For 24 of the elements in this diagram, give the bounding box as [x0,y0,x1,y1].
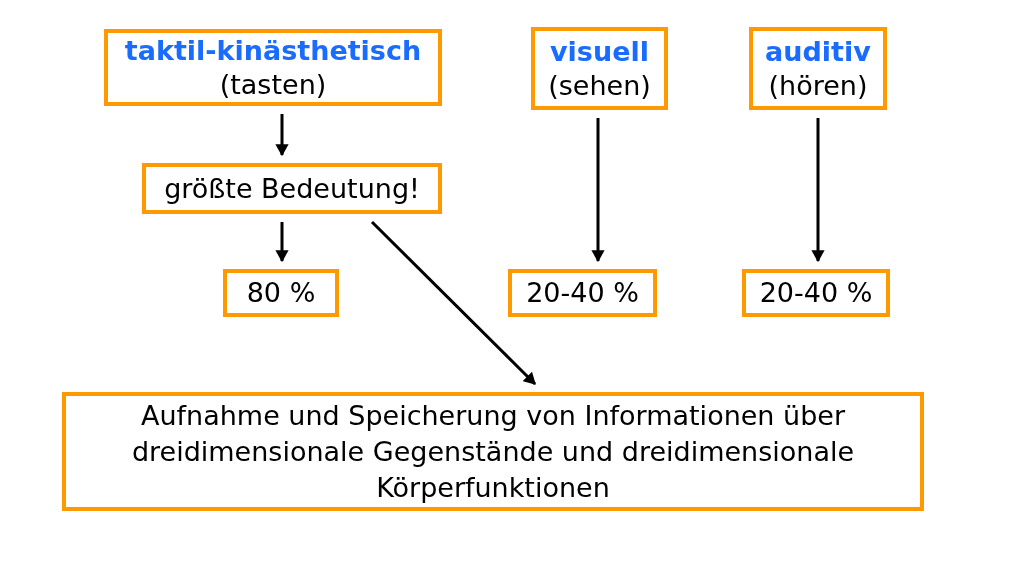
sense-heading: auditiv [765,34,871,69]
percent-box [508,269,657,317]
sense-heading: visuell [550,34,649,69]
percent-box [223,269,339,317]
arrow [275,114,289,157]
sense-box [749,27,887,110]
arrow [591,118,605,263]
sense-activity: (sehen) [548,68,651,103]
sense-box [104,29,442,106]
arrow [370,220,537,386]
box-text: 80 % [246,276,316,310]
arrow [275,222,289,263]
sense-heading: taktil-kinästhetisch [124,33,422,68]
box-text: 20-40 % [526,276,639,310]
box-text: größte Bedeutung! [164,171,420,206]
note-box [142,163,442,214]
arrow [811,118,825,263]
sense-box [531,27,668,110]
percent-box [742,269,890,317]
box-text: 20-40 % [759,276,873,310]
sense-activity: (hören) [768,68,868,103]
description-box [62,392,924,511]
sense-activity: (tasten) [219,67,327,102]
box-text: Aufnahme und Speicherung von Informationen über dreidimensionale Gegenstände und dreidimensionale Körperfunktionen [130,398,856,505]
